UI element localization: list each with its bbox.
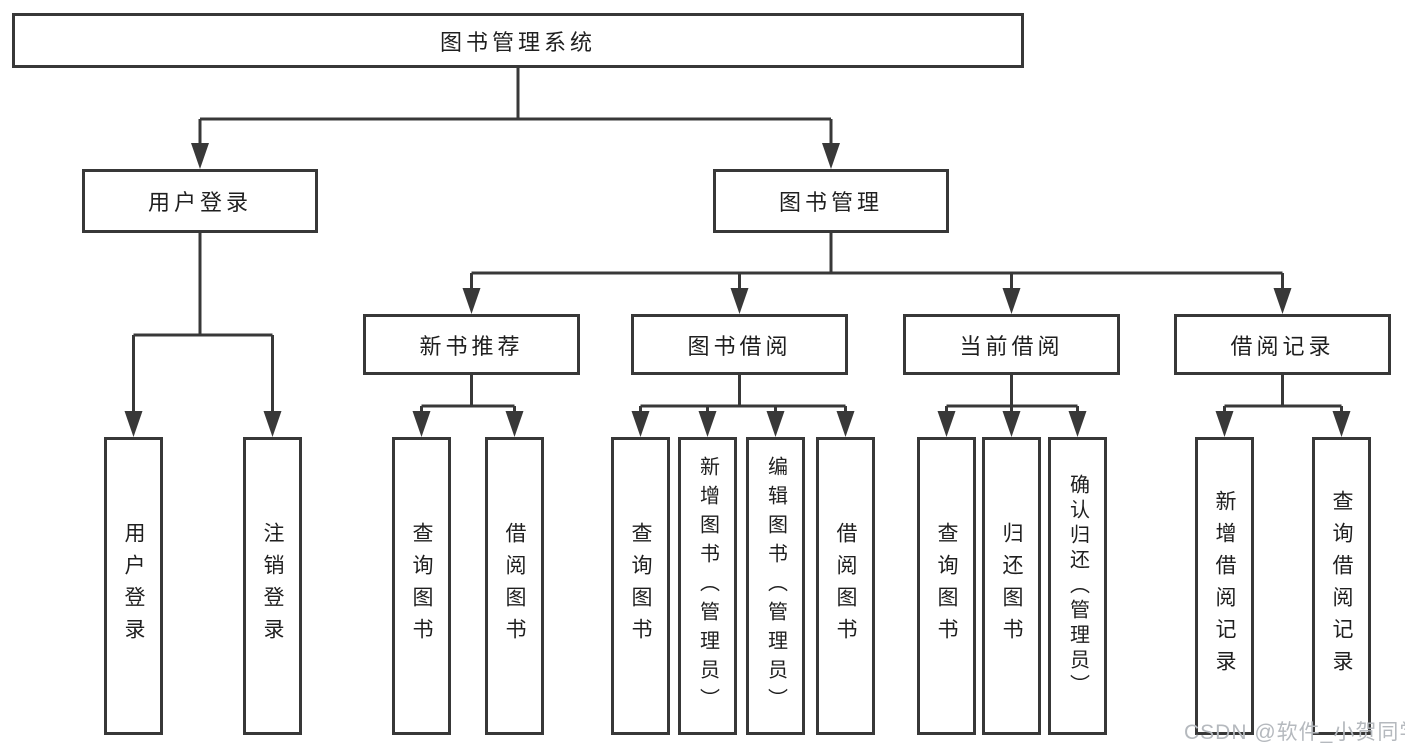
leaf-query-books-current: 查询图书: [917, 437, 976, 735]
node-label: 用户登录: [147, 190, 252, 215]
node-label: 图书管理系统: [439, 29, 596, 55]
node-label: 新书推荐: [419, 333, 524, 359]
leaf-return-book: 归还图书: [982, 437, 1041, 735]
node-borrow-records: 借阅记录: [1174, 314, 1391, 375]
leaf-label: 用户登录: [122, 522, 145, 650]
leaf-label: 注销登录: [261, 522, 284, 650]
node-book-management-system: 图书管理系统: [12, 13, 1024, 68]
leaf-label: 查询图书: [410, 522, 433, 650]
leaf-query-books-recommend: 查询图书: [392, 437, 451, 735]
leaf-borrow-books: 借阅图书: [816, 437, 875, 735]
node-new-book-recommend: 新书推荐: [363, 314, 580, 375]
leaf-label: 确认归还（管理员）: [1066, 473, 1089, 699]
leaf-label: 借阅图书: [834, 522, 857, 650]
csdn-watermark: CSDN @软件_小贺同学: [1184, 721, 1405, 744]
leaf-label: 借阅图书: [503, 522, 526, 650]
connector-book-borrow-children: [631, 375, 855, 437]
connector-current-borrow-children: [937, 375, 1087, 437]
leaf-logout: 注销登录: [243, 437, 302, 735]
node-label: 借阅记录: [1230, 333, 1335, 359]
leaf-edit-book-admin: 编辑图书（管理员）: [746, 437, 805, 735]
node-label: 图书管理: [778, 190, 883, 215]
leaf-label: 归还图书: [1000, 522, 1023, 650]
node-book-management: 图书管理: [713, 169, 949, 233]
leaf-user-login: 用户登录: [104, 437, 163, 735]
leaf-label: 新增图书（管理员）: [696, 455, 719, 717]
leaf-label: 查询图书: [629, 522, 652, 650]
node-label: 图书借阅: [687, 333, 792, 359]
node-book-borrow: 图书借阅: [631, 314, 848, 375]
leaf-confirm-return-admin: 确认归还（管理员）: [1048, 437, 1107, 735]
leaf-query-borrow-record: 查询借阅记录: [1312, 437, 1371, 735]
connector-book-management-children: [462, 233, 1292, 314]
connector-root-to-level2: [191, 68, 840, 169]
leaf-borrow-books-recommend: 借阅图书: [485, 437, 544, 735]
node-user-login: 用户登录: [82, 169, 318, 233]
node-current-borrow: 当前借阅: [903, 314, 1120, 375]
leaf-label: 新增借阅记录: [1213, 490, 1236, 682]
connector-new-book-recommend-children: [412, 375, 524, 437]
connector-user-login-children: [124, 233, 282, 437]
connector-borrow-records-children: [1215, 375, 1351, 437]
node-label: 当前借阅: [959, 333, 1064, 359]
leaf-add-book-admin: 新增图书（管理员）: [678, 437, 737, 735]
leaf-label: 查询图书: [935, 522, 958, 650]
leaf-query-books-borrow: 查询图书: [611, 437, 670, 735]
leaf-add-borrow-record: 新增借阅记录: [1195, 437, 1254, 735]
leaf-label: 编辑图书（管理员）: [764, 455, 787, 717]
leaf-label: 查询借阅记录: [1330, 490, 1353, 682]
